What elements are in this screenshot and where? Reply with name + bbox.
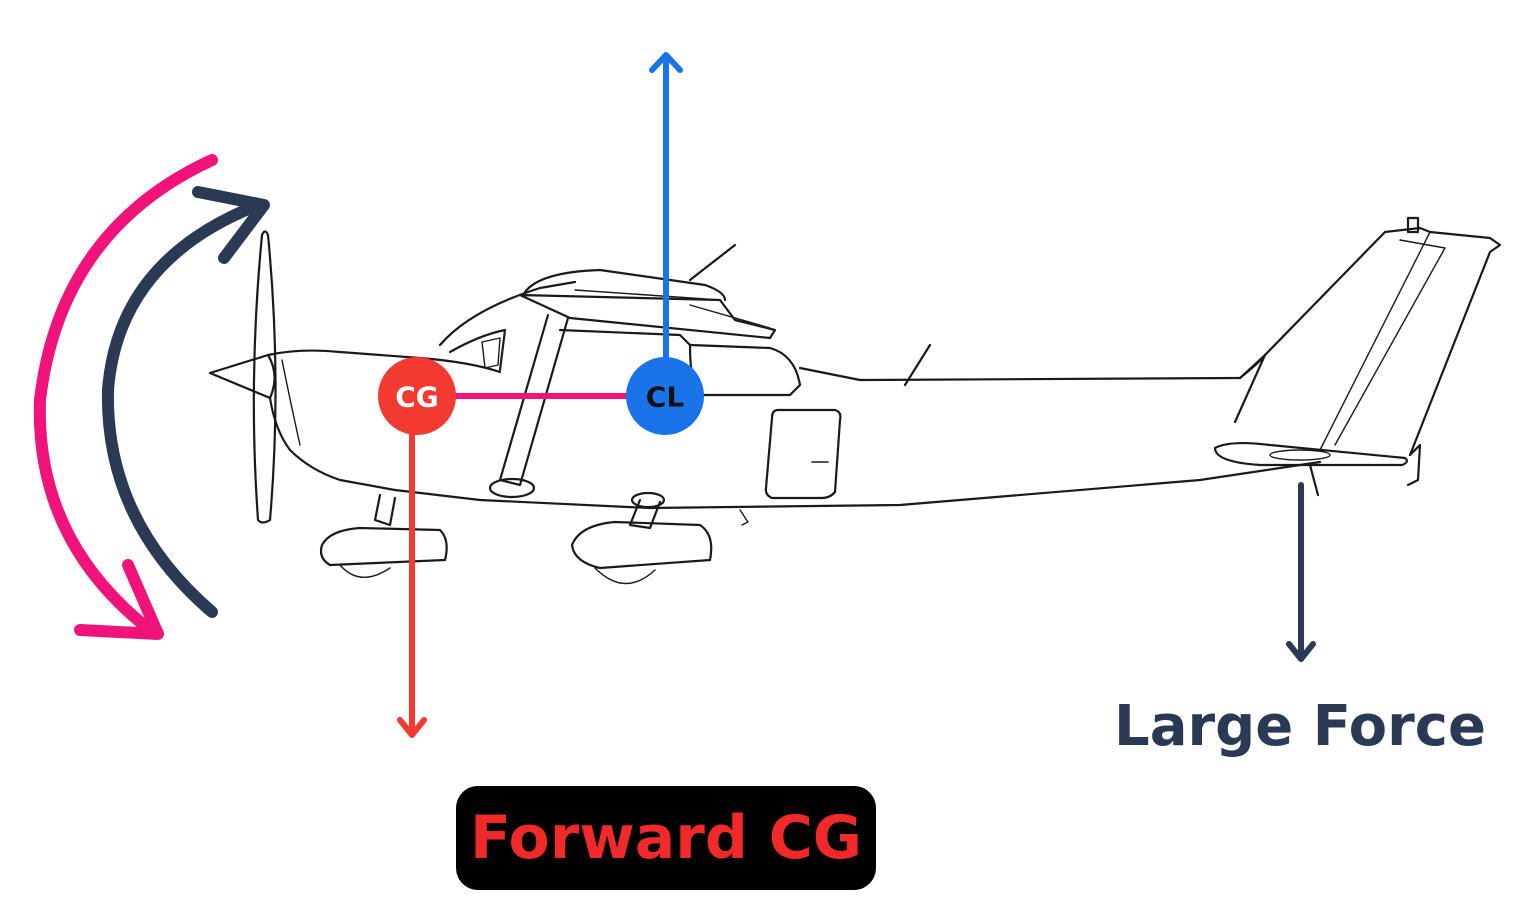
door	[764, 408, 842, 500]
cl-marker-label: CL	[646, 381, 685, 414]
tail-force-vector	[1286, 482, 1316, 662]
counter-moment-arc	[101, 199, 264, 618]
cl-marker: CL	[626, 357, 704, 435]
fuselage-belly	[393, 460, 1322, 510]
cabin-roof	[523, 268, 727, 302]
large-force-label: Large Force	[1114, 694, 1486, 759]
pitch-moment-arc	[33, 154, 218, 636]
cg-marker: CG	[378, 357, 456, 435]
forward-cg-label: Forward CG	[470, 803, 862, 873]
vertical-fin	[1238, 226, 1502, 457]
counter-moment-arrowhead	[192, 186, 270, 264]
horizontal-stabilizer	[1213, 441, 1409, 467]
forward-cg-box: Forward CG	[456, 786, 876, 890]
cg-marker-label: CG	[395, 381, 439, 414]
windshield	[438, 280, 577, 347]
pitch-moment-arrowhead	[74, 559, 164, 640]
propeller-blade	[252, 230, 277, 524]
curved-arrow-icon	[101, 186, 270, 618]
aircraft-drawing	[208, 216, 1502, 585]
curved-arrow-icon	[33, 154, 218, 640]
wing-strut	[498, 313, 570, 487]
main-gear	[628, 498, 662, 530]
weight-vector	[397, 392, 427, 738]
spinner	[208, 353, 276, 400]
fuselage-top	[798, 366, 1242, 382]
rear-window	[688, 343, 802, 397]
lift-vector	[649, 52, 683, 398]
nose-gear	[373, 493, 397, 527]
cowling	[266, 349, 502, 374]
